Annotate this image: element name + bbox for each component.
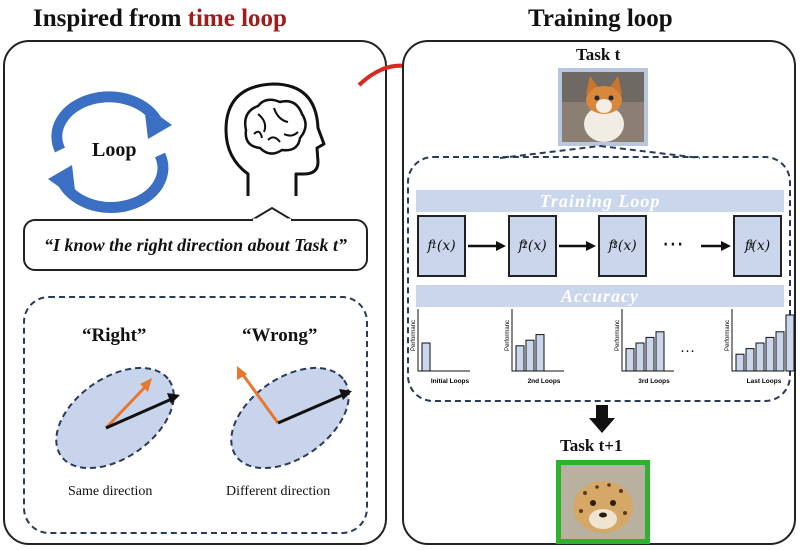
chart-ylabel: Performanc xyxy=(725,320,731,351)
chart-bar xyxy=(755,342,765,372)
accuracy-band: Accuracy xyxy=(416,285,784,307)
training-loop-band: Training Loop xyxy=(416,190,784,212)
different-direction-diagram xyxy=(230,366,352,470)
loop-arrows-icon xyxy=(48,91,172,213)
chart-ylabel: Performanc xyxy=(411,320,417,351)
chart-bar xyxy=(655,331,665,372)
chart-xlabel: 2nd Loops xyxy=(528,378,561,385)
chart-bar xyxy=(515,345,525,372)
chart-bar xyxy=(625,348,635,372)
chart-axis xyxy=(417,309,470,372)
same-direction-diagram xyxy=(55,366,180,470)
right-title: Training loop xyxy=(528,5,673,32)
cheetah-image xyxy=(556,460,650,544)
chart-bar xyxy=(421,342,431,372)
left-title-prefix: Inspired from xyxy=(33,5,188,32)
training-box xyxy=(407,156,791,402)
task-next-label: Task t+1 xyxy=(560,436,623,455)
chart-bar xyxy=(635,342,645,372)
chart-bar xyxy=(745,348,755,372)
chart-xlabel: Initial Loops xyxy=(431,378,470,385)
chart-bar xyxy=(785,314,795,372)
chart-bar xyxy=(775,331,785,372)
same-direction-label: Same direction xyxy=(68,484,153,499)
chart-bar xyxy=(535,334,545,372)
left-title-highlight: time loop xyxy=(187,5,287,32)
function-ellipsis: ⋯ xyxy=(662,232,684,257)
direction-box xyxy=(23,296,368,534)
chart-ylabel: Performanc xyxy=(615,320,621,351)
quote-bubble: “I know the right direction about Task t… xyxy=(23,219,368,271)
different-direction-label: Different direction xyxy=(226,484,331,499)
wrong-label: “Wrong” xyxy=(242,325,318,346)
chart-xlabel: 3rd Loops xyxy=(638,378,670,385)
chart-bar xyxy=(525,339,535,372)
down-arrow xyxy=(589,405,615,433)
chart-xlabel: Last Loops xyxy=(747,378,782,385)
charts-dots: … xyxy=(680,340,695,356)
right-label: “Right” xyxy=(82,325,147,346)
left-title: Inspired from time loop xyxy=(33,5,287,33)
chart-ylabel: Performanc xyxy=(505,320,511,351)
task-t-label: Task t xyxy=(576,45,621,64)
loop-label: Loop xyxy=(92,139,137,161)
quote-bubble-tail xyxy=(248,206,296,222)
chart-3: Performanc 3rd Loops xyxy=(615,309,674,385)
chart-bar xyxy=(765,336,775,372)
training-box-connector xyxy=(499,145,701,159)
kitten-image xyxy=(558,68,648,146)
brain-head-icon xyxy=(224,82,326,196)
chart-axis xyxy=(511,309,564,372)
function-arrows xyxy=(468,241,731,251)
chart-bar xyxy=(645,336,655,372)
chart-bar xyxy=(735,353,745,372)
chart-2: Performanc 2nd Loops xyxy=(505,309,564,385)
quote-text: “I know the right direction about Task t… xyxy=(44,234,347,255)
